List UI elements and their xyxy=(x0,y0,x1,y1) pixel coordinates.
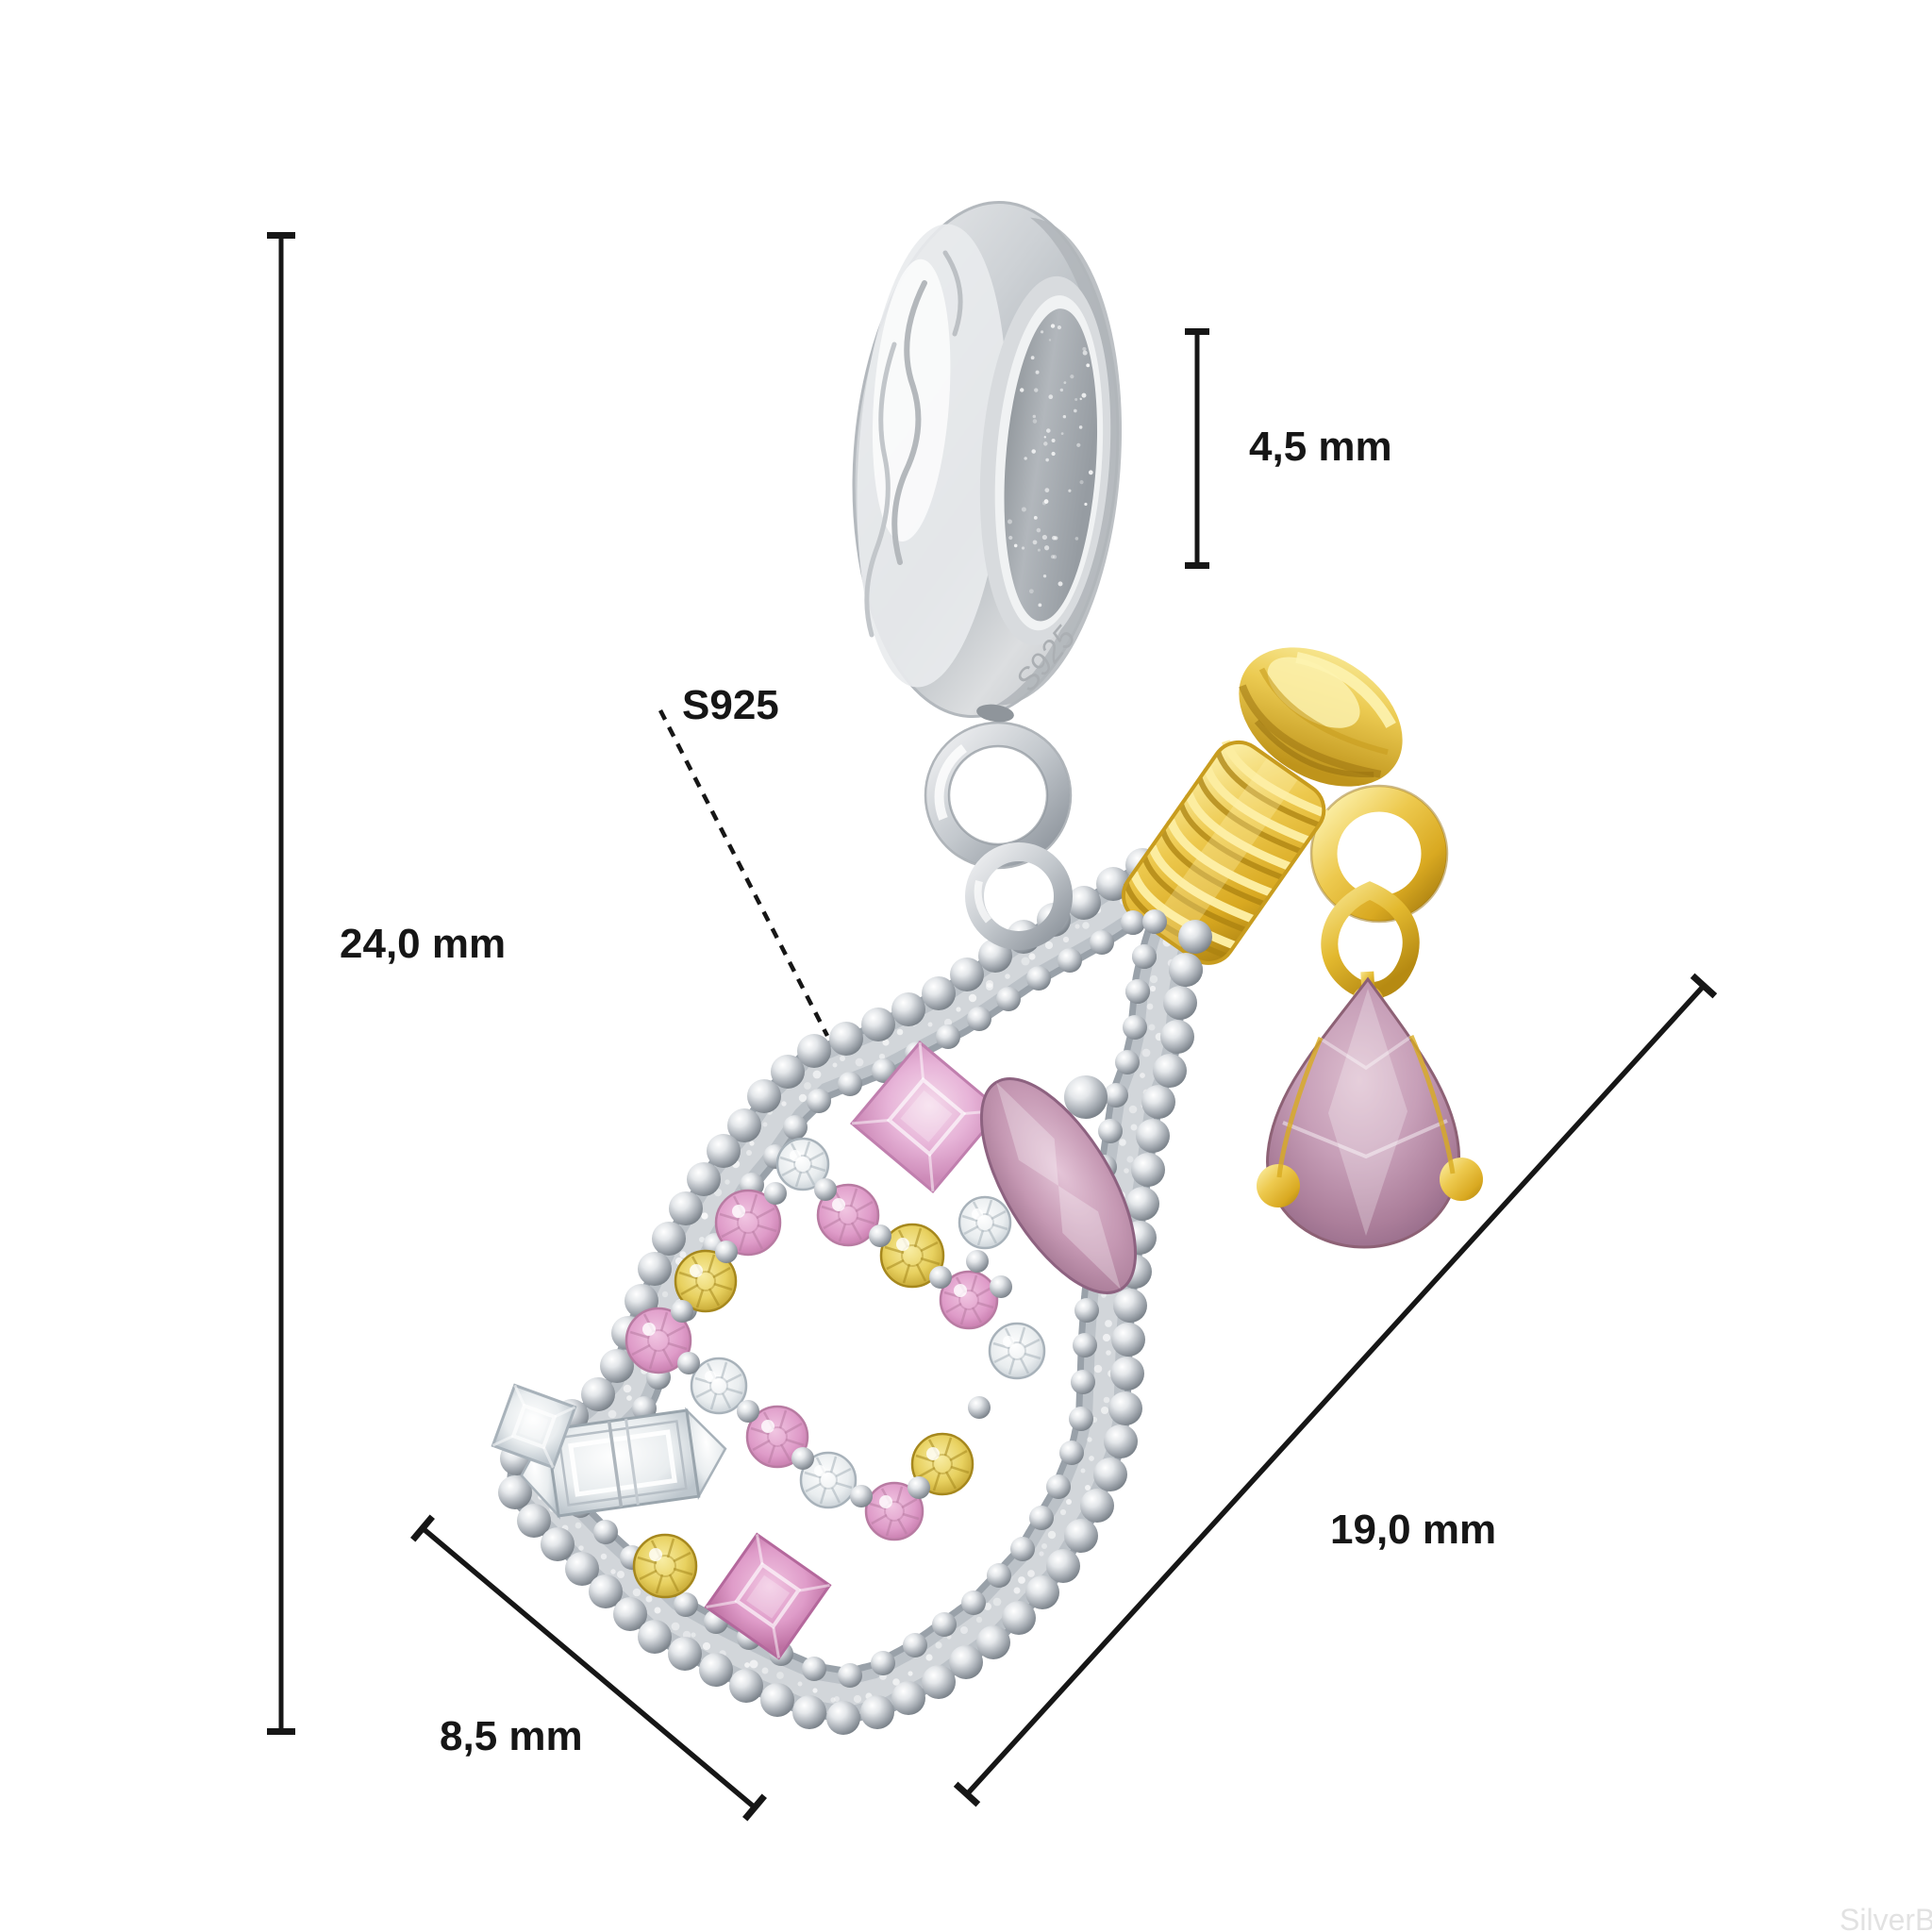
svg-text:24,0 mm: 24,0 mm xyxy=(340,921,506,967)
svg-text:19,0 mm: 19,0 mm xyxy=(1330,1507,1496,1553)
svg-text:SilverBeads.pl: SilverBeads.pl xyxy=(1840,1903,1932,1932)
svg-text:4,5 mm: 4,5 mm xyxy=(1249,424,1392,470)
svg-text:8,5 mm: 8,5 mm xyxy=(440,1713,583,1759)
svg-text:S925: S925 xyxy=(682,682,779,728)
